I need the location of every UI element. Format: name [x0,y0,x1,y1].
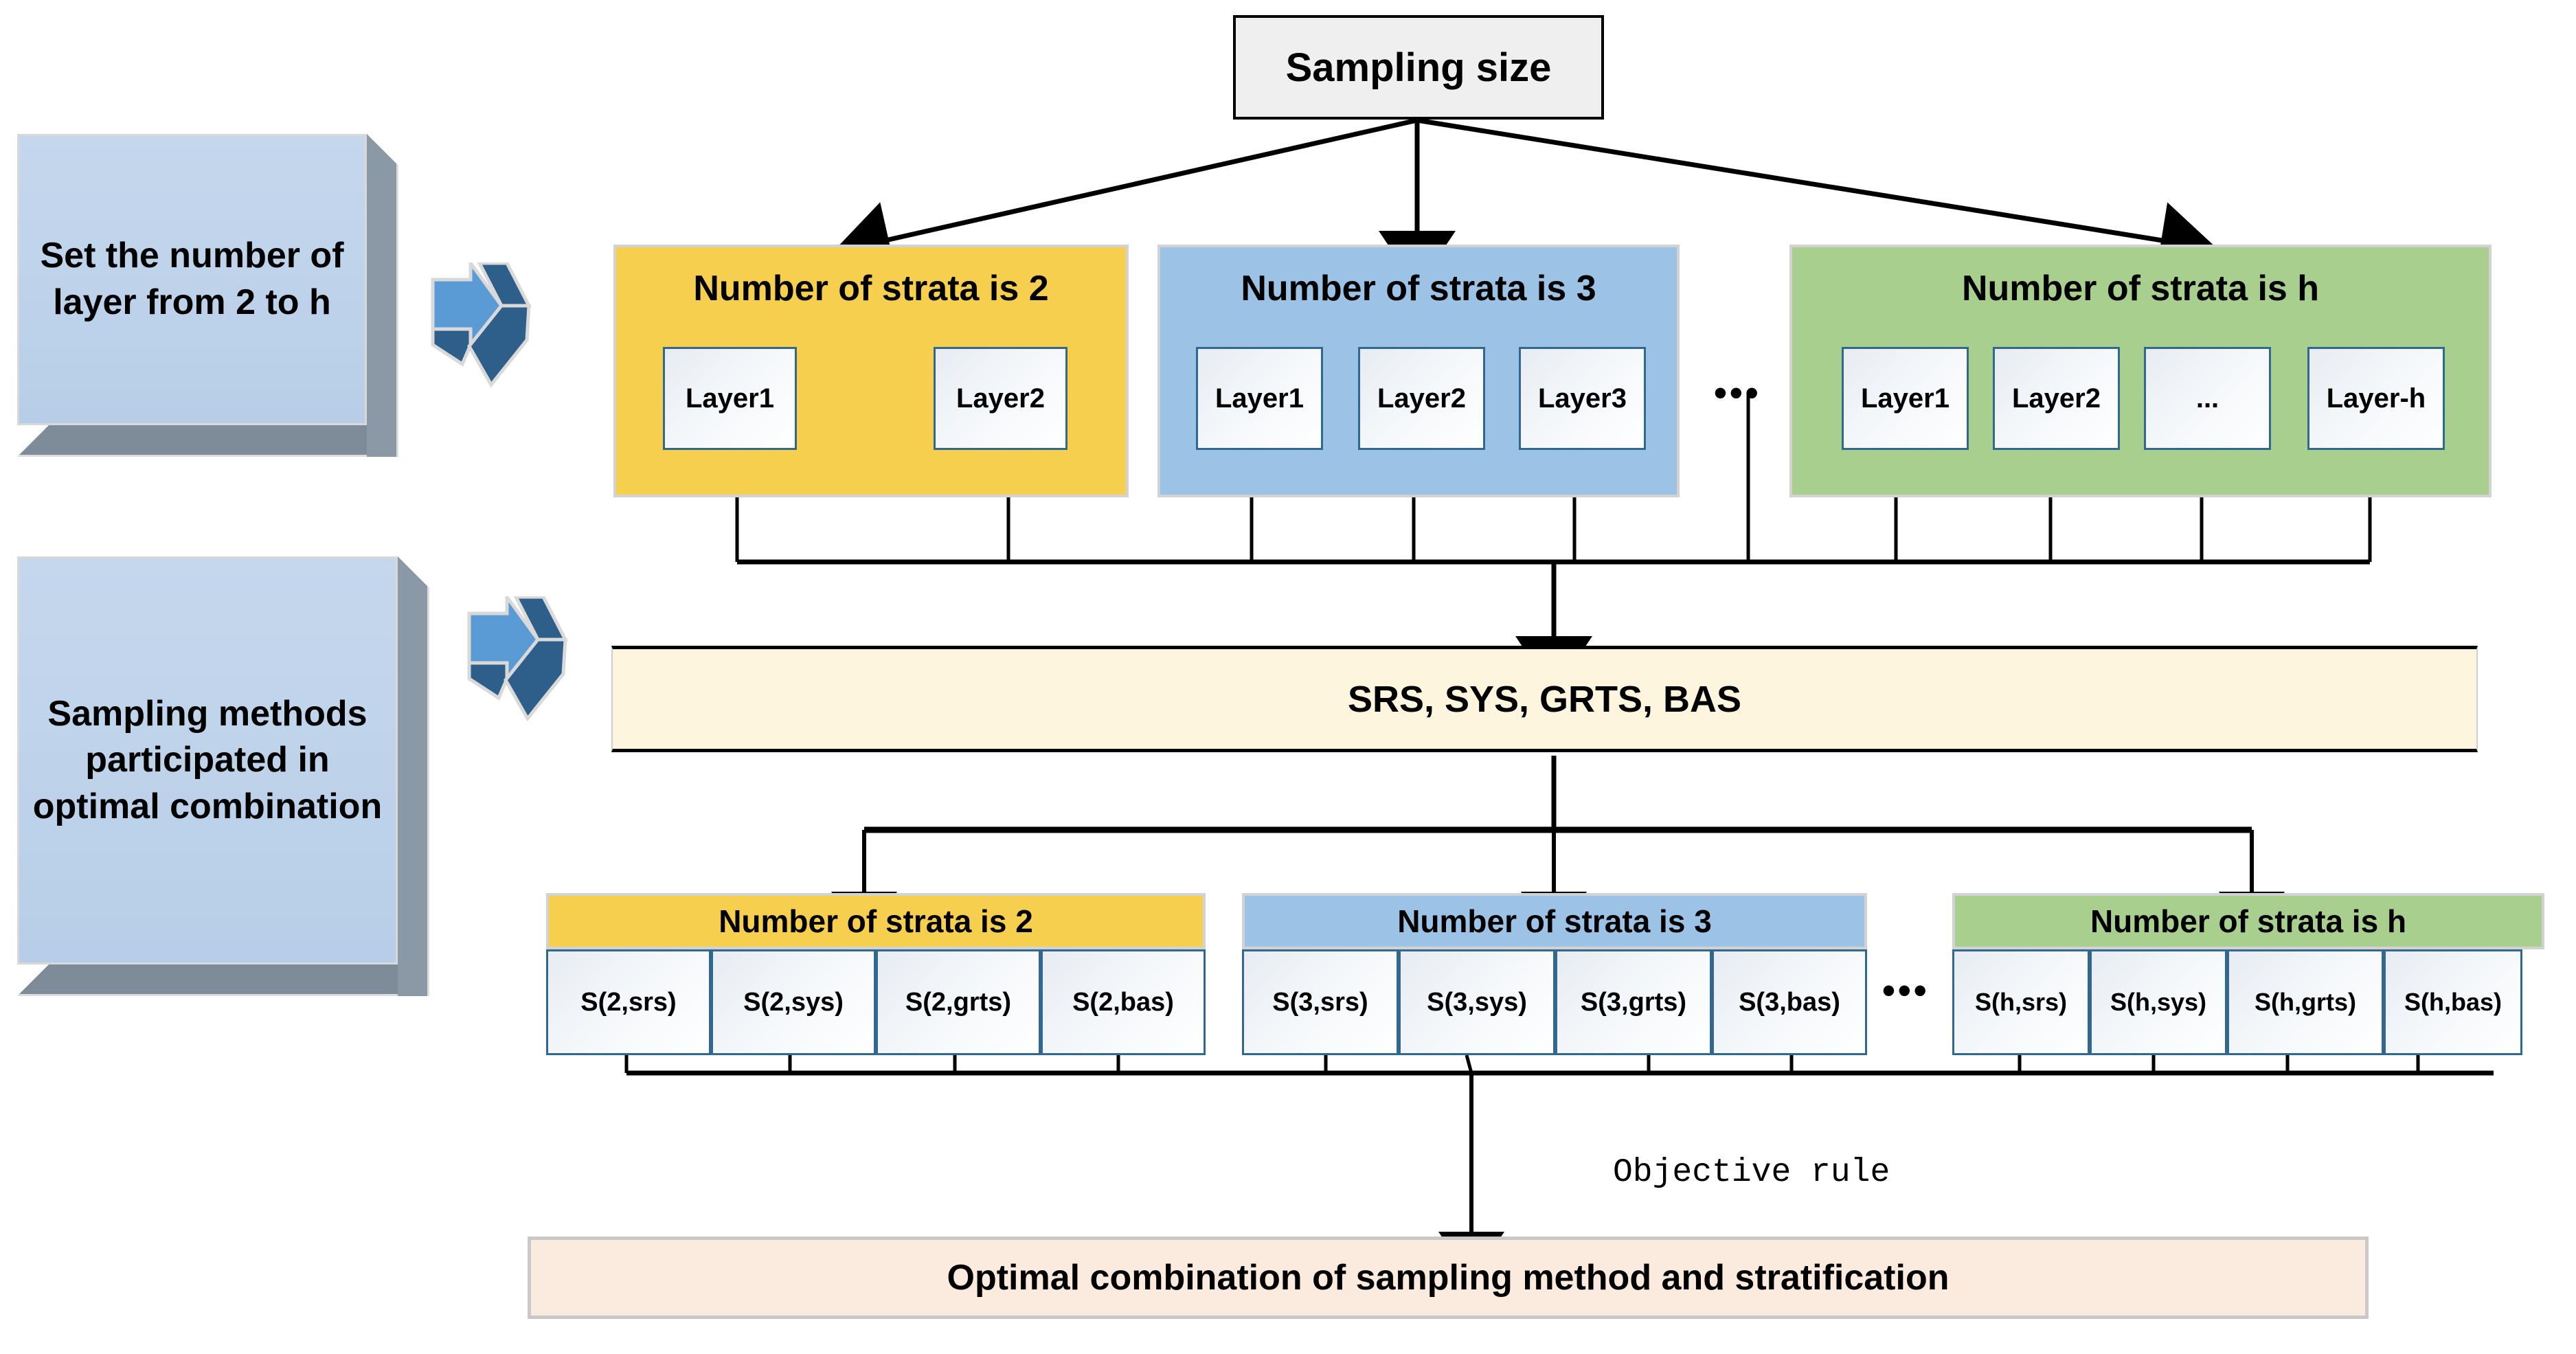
combo-cell[interactable]: S(2,bas) [1041,949,1206,1055]
combo-group-2[interactable]: Number of strata is 2 S(2,srs) S(2,sys) … [546,893,1206,1055]
combo-group-h-title: Number of strata is h [1952,893,2544,949]
layer-box[interactable]: Layer1 [1196,347,1323,450]
combo-cell[interactable]: S(2,sys) [711,949,876,1055]
objective-rule-label: Objective rule [1613,1154,1890,1191]
strata-group-3[interactable]: Number of strata is 3 Layer1 Layer2 Laye… [1157,245,1680,497]
final-result-label: Optimal combination of sampling method a… [947,1258,1950,1298]
layer-box[interactable]: ... [2144,347,2271,450]
strata-group-h[interactable]: Number of strata is h Layer1 Layer2 ... … [1789,245,2492,497]
method-bar-label: SRS, SYS, GRTS, BAS [1347,678,1742,720]
side-box-bottom-shadow [17,425,398,457]
side-box-bottom-shadow [17,964,429,996]
layer-box[interactable]: Layer2 [934,347,1067,450]
method-bar[interactable]: SRS, SYS, GRTS, BAS [611,646,2478,752]
combo-cell[interactable]: S(2,grts) [876,949,1041,1055]
strata-group-2[interactable]: Number of strata is 2 Layer1 Layer2 [613,245,1129,497]
sampling-size-box[interactable]: Sampling size [1233,15,1604,120]
combo-group-2-title: Number of strata is 2 [546,893,1206,949]
combo-cell[interactable]: S(h,bas) [2384,949,2522,1055]
combo-cell[interactable]: S(h,sys) [2090,949,2227,1055]
layer-box[interactable]: Layer2 [1358,347,1485,450]
combo-cell[interactable]: S(h,grts) [2227,949,2384,1055]
combo-cell[interactable]: S(h,srs) [1952,949,2090,1055]
layer-box[interactable]: Layer-h [2307,347,2445,450]
chevron-arrow-icon-2 [467,596,569,722]
combo-row-ellipsis: ••• [1882,970,1930,1011]
combo-group-3-title: Number of strata is 3 [1242,893,1867,949]
side-label-sampling-methods-text: Sampling methods participated in optimal… [17,556,398,964]
combo-cell[interactable]: S(3,srs) [1242,949,1399,1055]
layer-box[interactable]: Layer1 [663,347,797,450]
layer-box[interactable]: Layer1 [1842,347,1969,450]
layer-box[interactable]: Layer3 [1519,347,1646,450]
strata-group-h-title: Number of strata is h [1961,269,2320,308]
layer-box[interactable]: Layer2 [1993,347,2120,450]
side-box-right-shadow [398,556,429,996]
combo-group-3[interactable]: Number of strata is 3 S(3,srs) S(3,sys) … [1242,893,1867,1055]
side-label-set-layers: Set the number of layer from 2 to h [17,134,398,457]
side-label-sampling-methods: Sampling methods participated in optimal… [17,556,429,996]
combo-cell[interactable]: S(3,bas) [1712,949,1867,1055]
chevron-arrow-icon-1 [431,262,532,388]
final-result-bar[interactable]: Optimal combination of sampling method a… [528,1237,2369,1319]
combo-cell[interactable]: S(3,grts) [1555,949,1712,1055]
strata-group-3-title: Number of strata is 3 [1241,269,1596,308]
strata-group-2-title: Number of strata is 2 [693,269,1049,308]
combo-group-h[interactable]: Number of strata is h S(h,srs) S(h,sys) … [1952,893,2544,1055]
sampling-size-label: Sampling size [1285,45,1552,90]
strata-row-ellipsis: ••• [1714,372,1761,414]
side-label-set-layers-text: Set the number of layer from 2 to h [17,134,367,425]
combo-cell[interactable]: S(2,srs) [546,949,711,1055]
side-box-right-shadow [367,134,398,457]
combo-cell[interactable]: S(3,sys) [1399,949,1555,1055]
